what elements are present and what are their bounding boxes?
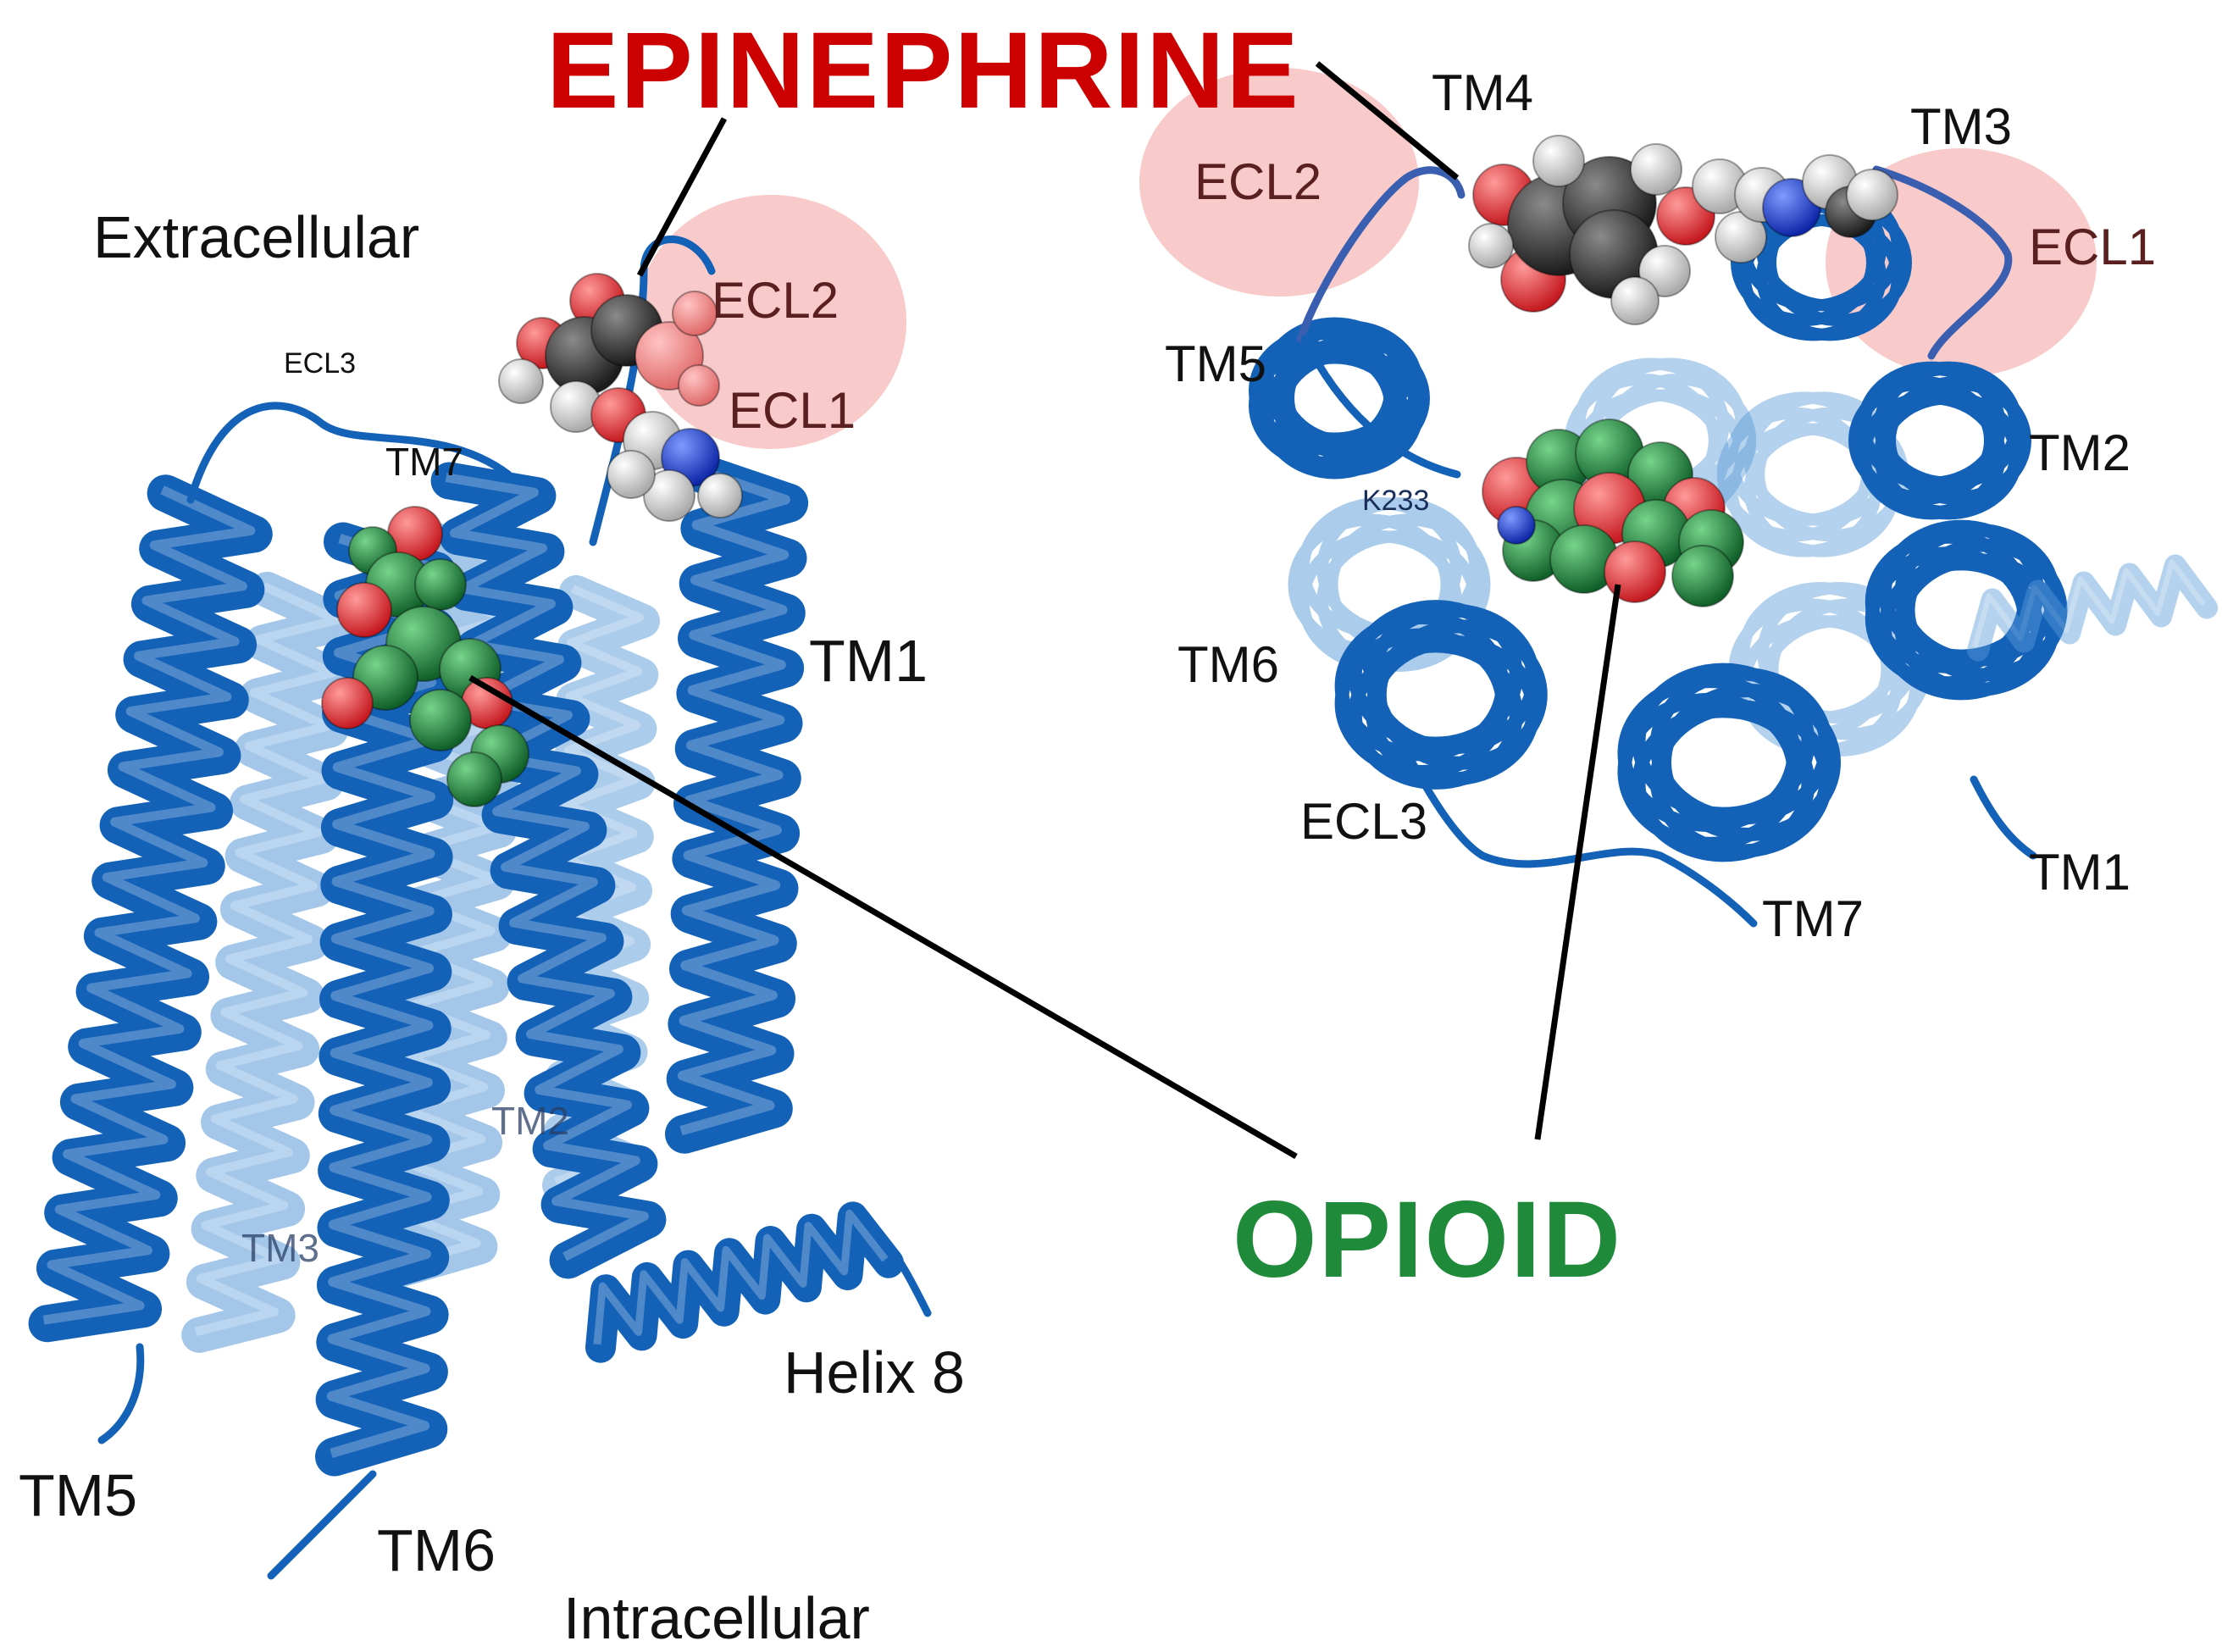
opioid-pointer-top: [1534, 584, 1621, 1140]
side-tm6-label: TM6: [377, 1517, 496, 1583]
opioid-pointer-side: [468, 674, 1298, 1160]
opioid-side-atom: [409, 689, 472, 751]
opioid-side-atom: [321, 677, 374, 729]
top-tm2-coil: [1848, 361, 2031, 520]
opioid-title: OPIOID: [1233, 1179, 1623, 1300]
epinephrine-pointer-side: [636, 117, 728, 277]
opioid-side-spheres: [321, 506, 529, 807]
epinephrine-side-atom: [672, 291, 718, 336]
side-ecl2-label: ECL2: [712, 272, 839, 329]
top-tm5-coil: [1248, 317, 1430, 480]
opioid-top-atom: [1497, 506, 1536, 545]
opioid-side-atom: [446, 751, 502, 807]
side-helix8: [585, 1201, 904, 1363]
top-ecl2-loop: [1296, 166, 1466, 343]
side-tm6-tail: [267, 1470, 377, 1580]
top-tm4-label: TM4: [1432, 64, 1533, 121]
side-tm2-label: TM2: [491, 1099, 569, 1143]
opioid-top-atom: [1604, 541, 1666, 603]
extracellular-label: Extracellular: [93, 204, 420, 270]
side-ecl3-loop: [186, 402, 513, 504]
side-tm1-helix: [665, 453, 809, 1154]
top-tm1-tail: [1970, 775, 2037, 860]
intracellular-label: Intracellular: [563, 1585, 870, 1651]
opioid-side-atom: [336, 582, 392, 638]
side-tm5-helix: [28, 474, 273, 1343]
top-ecl3-label: ECL3: [1300, 793, 1428, 850]
epinephrine-top-atom: [1715, 211, 1767, 263]
epinephrine-top-atom: [1638, 245, 1691, 297]
side-tm5-label: TM5: [19, 1462, 137, 1528]
epinephrine-side-atom: [678, 364, 720, 407]
epinephrine-top-atom: [1532, 135, 1585, 187]
opioid-top-spheres: [1482, 419, 1744, 607]
top-tail-helix: [1967, 554, 2219, 662]
side-ecl3-label: ECL3: [284, 347, 357, 380]
top-tm1-coil: [1865, 519, 2068, 701]
top-ecl1-loop: [1872, 165, 2013, 360]
epinephrine-pointer-top: [1315, 61, 1460, 180]
epinephrine-side-atom: [643, 469, 695, 522]
top-tm7-label: TM7: [1762, 890, 1864, 947]
side-tm3-helix: [181, 571, 358, 1353]
epinephrine-top-atom: [1846, 169, 1898, 221]
pointer-lines: [468, 61, 1621, 1160]
epinephrine-side-atom: [697, 473, 743, 518]
top-ecl2-label: ECL2: [1194, 153, 1322, 210]
top-ecl3-loop: [1351, 640, 1758, 928]
side-tm5-tail: [97, 1343, 145, 1444]
side-ecl1-label: ECL1: [729, 382, 856, 439]
epinephrine-side-spheres: [498, 273, 743, 522]
top-ecl1-label: ECL1: [2029, 219, 2157, 275]
top-tm5-label: TM5: [1165, 335, 1266, 392]
epinephrine-top-atom: [1610, 276, 1660, 325]
epinephrine-top-atom: [1630, 143, 1682, 196]
top-tm3-label: TM3: [1910, 98, 2012, 155]
top-tm1-label: TM1: [2029, 844, 2131, 901]
side-tm1-label: TM1: [809, 628, 928, 694]
top-tm6-coil: [1334, 600, 1548, 790]
side-tm7-helix: [430, 462, 667, 1279]
side-tm7-label: TM7: [385, 440, 463, 484]
side-tm3-label: TM3: [241, 1226, 319, 1270]
side-helix8-tail: [877, 1233, 932, 1317]
opioid-top-atom: [1671, 545, 1734, 607]
epinephrine-top-atom: [1468, 223, 1514, 269]
epinephrine-top-spheres: [1468, 135, 1898, 325]
epinephrine-side-atom: [607, 450, 656, 499]
top-tm7-coil: [1617, 662, 1841, 862]
top-tm2-label: TM2: [2029, 424, 2131, 481]
side-helix8-label: Helix 8: [784, 1339, 965, 1405]
top-tm5-link: [1300, 335, 1461, 479]
opioid-side-atom: [414, 558, 467, 611]
top-tm6-label: TM6: [1177, 636, 1279, 693]
epinephrine-title: EPINEPHRINE: [546, 10, 1300, 131]
top-k233-label: K233: [1362, 485, 1430, 517]
epinephrine-side-atom: [498, 358, 544, 404]
side-view-helices: [28, 453, 904, 1477]
